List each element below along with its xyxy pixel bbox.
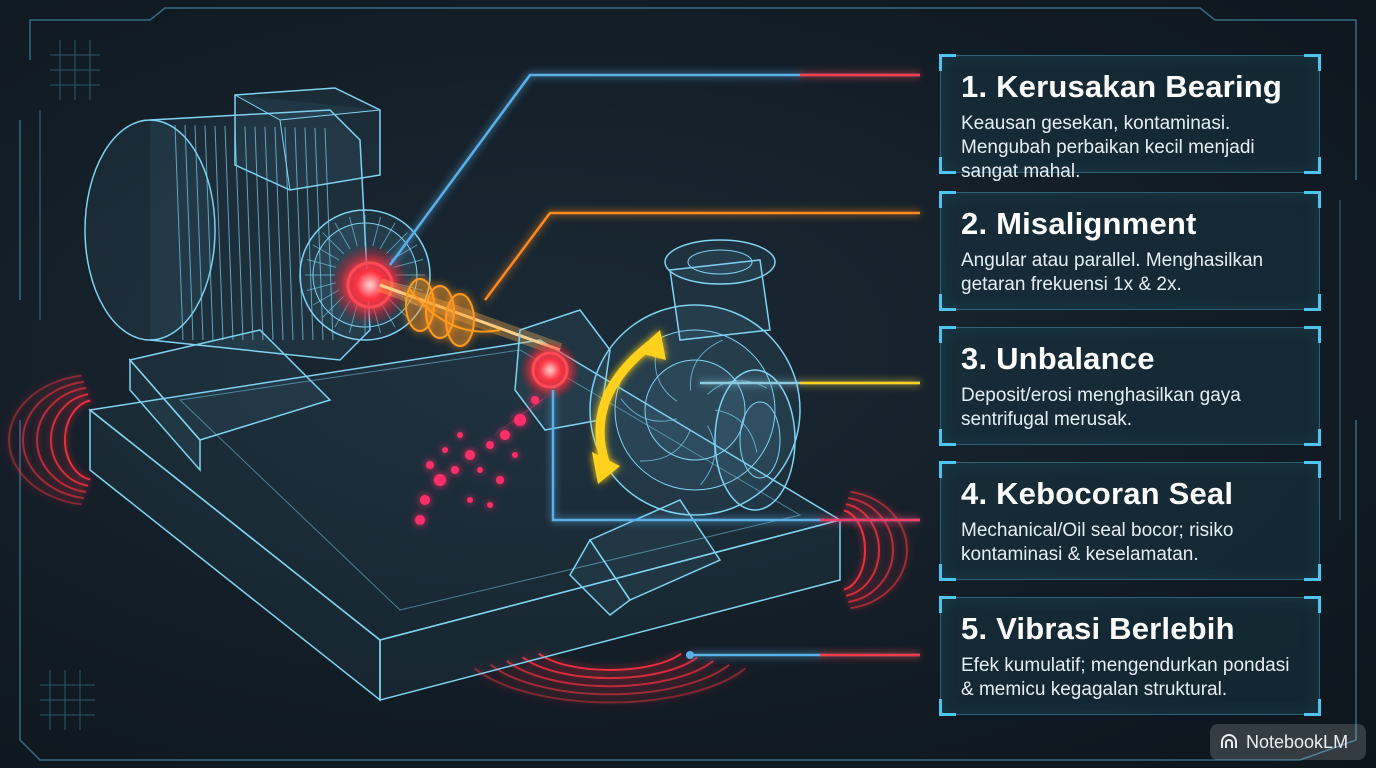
panel-desc-vibration: Efek kumulatif; mengendurkan pondasi & m… [961,655,1290,700]
vibration-ring [522,656,698,680]
motor-fin [254,126,264,341]
motor-rib [322,232,345,255]
vibration-rings-right [843,490,908,610]
motor-rib [312,244,340,261]
panel-misalignment: 2. Misalignment Angular atau parallel. M… [939,191,1321,311]
impeller-vane [707,380,767,395]
vibration-ring [843,509,867,591]
leader-dot-vibration [686,651,694,659]
leader-seal [551,390,920,522]
motor-fin [244,126,254,341]
motor-bearing-ring [346,261,394,309]
panel-desc-misalignment: Angular atau parallel. Menghasilkan geta… [961,250,1264,295]
impeller-vane [639,429,692,462]
leak-droplet [514,414,526,426]
impeller-vane [700,425,716,486]
motor-fin [234,126,244,341]
leak-droplet [512,452,518,458]
leak-droplet [486,441,494,449]
leak-droplet [420,495,430,505]
motor-rib [334,222,351,250]
unbalance-arrow [592,330,666,484]
panel-desc-seal-leak: Mechanical/Oil seal bocor; risiko kontam… [961,520,1234,565]
leak-droplet [434,474,446,486]
panel-seal-leak: 4. Kebocoran Seal Mechanical/Oil seal bo… [939,461,1321,581]
notebooklm-watermark[interactable]: NotebookLM [1210,724,1366,760]
leak-droplet [426,461,434,469]
coupling [405,278,501,347]
leak-droplet [415,515,425,525]
vibration-ring [489,663,731,696]
leak-droplet [442,447,448,453]
leak-droplet [487,502,493,508]
leak-droplet [457,432,463,438]
panel-title-unbalance: 3. Unbalance [961,341,1155,376]
vibration-ring [848,497,894,603]
panel-desc-unbalance: Deposit/erosi menghasilkan gaya sentrifu… [961,385,1241,430]
motor-fin [324,127,334,341]
motor-rib [372,216,382,247]
impeller-vane [620,398,678,422]
vibration-rings-left [8,374,91,506]
hud-grid-top-left [50,40,100,100]
leader-misalignment [483,211,920,301]
motor-fin [224,125,234,341]
vibration-ring [8,374,82,506]
impeller-vane [714,409,758,453]
vibration-ring [538,652,682,672]
panel-title-seal-leak: 4. Kebocoran Seal [961,476,1234,511]
leak-droplet [465,450,475,460]
hud-grid-bottom-left [40,670,95,730]
leak-droplet [451,466,459,474]
motor-rib [379,222,396,250]
watermark-text: NotebookLM [1246,732,1349,752]
motor-fin [294,127,304,341]
vibration-ring [473,667,747,704]
motor-fin [304,127,314,341]
notebooklm-logo-icon [1221,734,1237,748]
centrifugal-pump [514,239,801,616]
vibration-ring [50,393,89,487]
leak-droplet [500,430,510,440]
leak-droplet [496,476,504,484]
panel-vibration: 5. Vibrasi Berlebih Efek kumulatif; meng… [939,596,1321,716]
motor-fin [184,125,194,341]
seal-leak-spray [415,395,548,525]
pump-seal-glow [520,340,580,400]
motor-fin [194,125,204,341]
pump-seal-ring [531,351,569,389]
base-plate [88,339,842,702]
vibration-ring [850,490,908,610]
motor-fin [204,125,214,341]
vibration-ring [845,503,880,597]
vibration-rings-bottom [473,652,747,704]
panel-bearing: 1. Kerusakan Bearing Keausan gesekan, ko… [939,54,1321,182]
panel-title-bearing: 1. Kerusakan Bearing [961,69,1283,104]
hud-frame [19,7,1357,761]
vibration-ring [63,399,91,481]
leader-lines [388,73,920,657]
vibration-ring [36,387,87,493]
panel-desc-bearing: Keausan gesekan, kontaminasi. Mengubah p… [961,113,1255,182]
vibration-ring [506,660,714,688]
motor-rib [306,258,337,268]
leak-droplet [477,467,483,473]
leak-droplet [531,396,539,404]
motor-fin [214,125,224,341]
panel-title-misalignment: 2. Misalignment [961,206,1197,241]
motor-fin [264,126,274,341]
motor-fin [174,124,184,341]
motor-fin [274,126,284,341]
panel-title-vibration: 5. Vibrasi Berlebih [961,611,1235,646]
motor-rib [348,216,358,247]
vibration-ring [22,380,84,500]
impeller-vane [689,339,723,391]
panel-unbalance: 3. Unbalance Deposit/erosi menghasilkan … [939,326,1321,446]
leader-bearing [388,73,920,266]
leak-droplet [467,497,473,503]
